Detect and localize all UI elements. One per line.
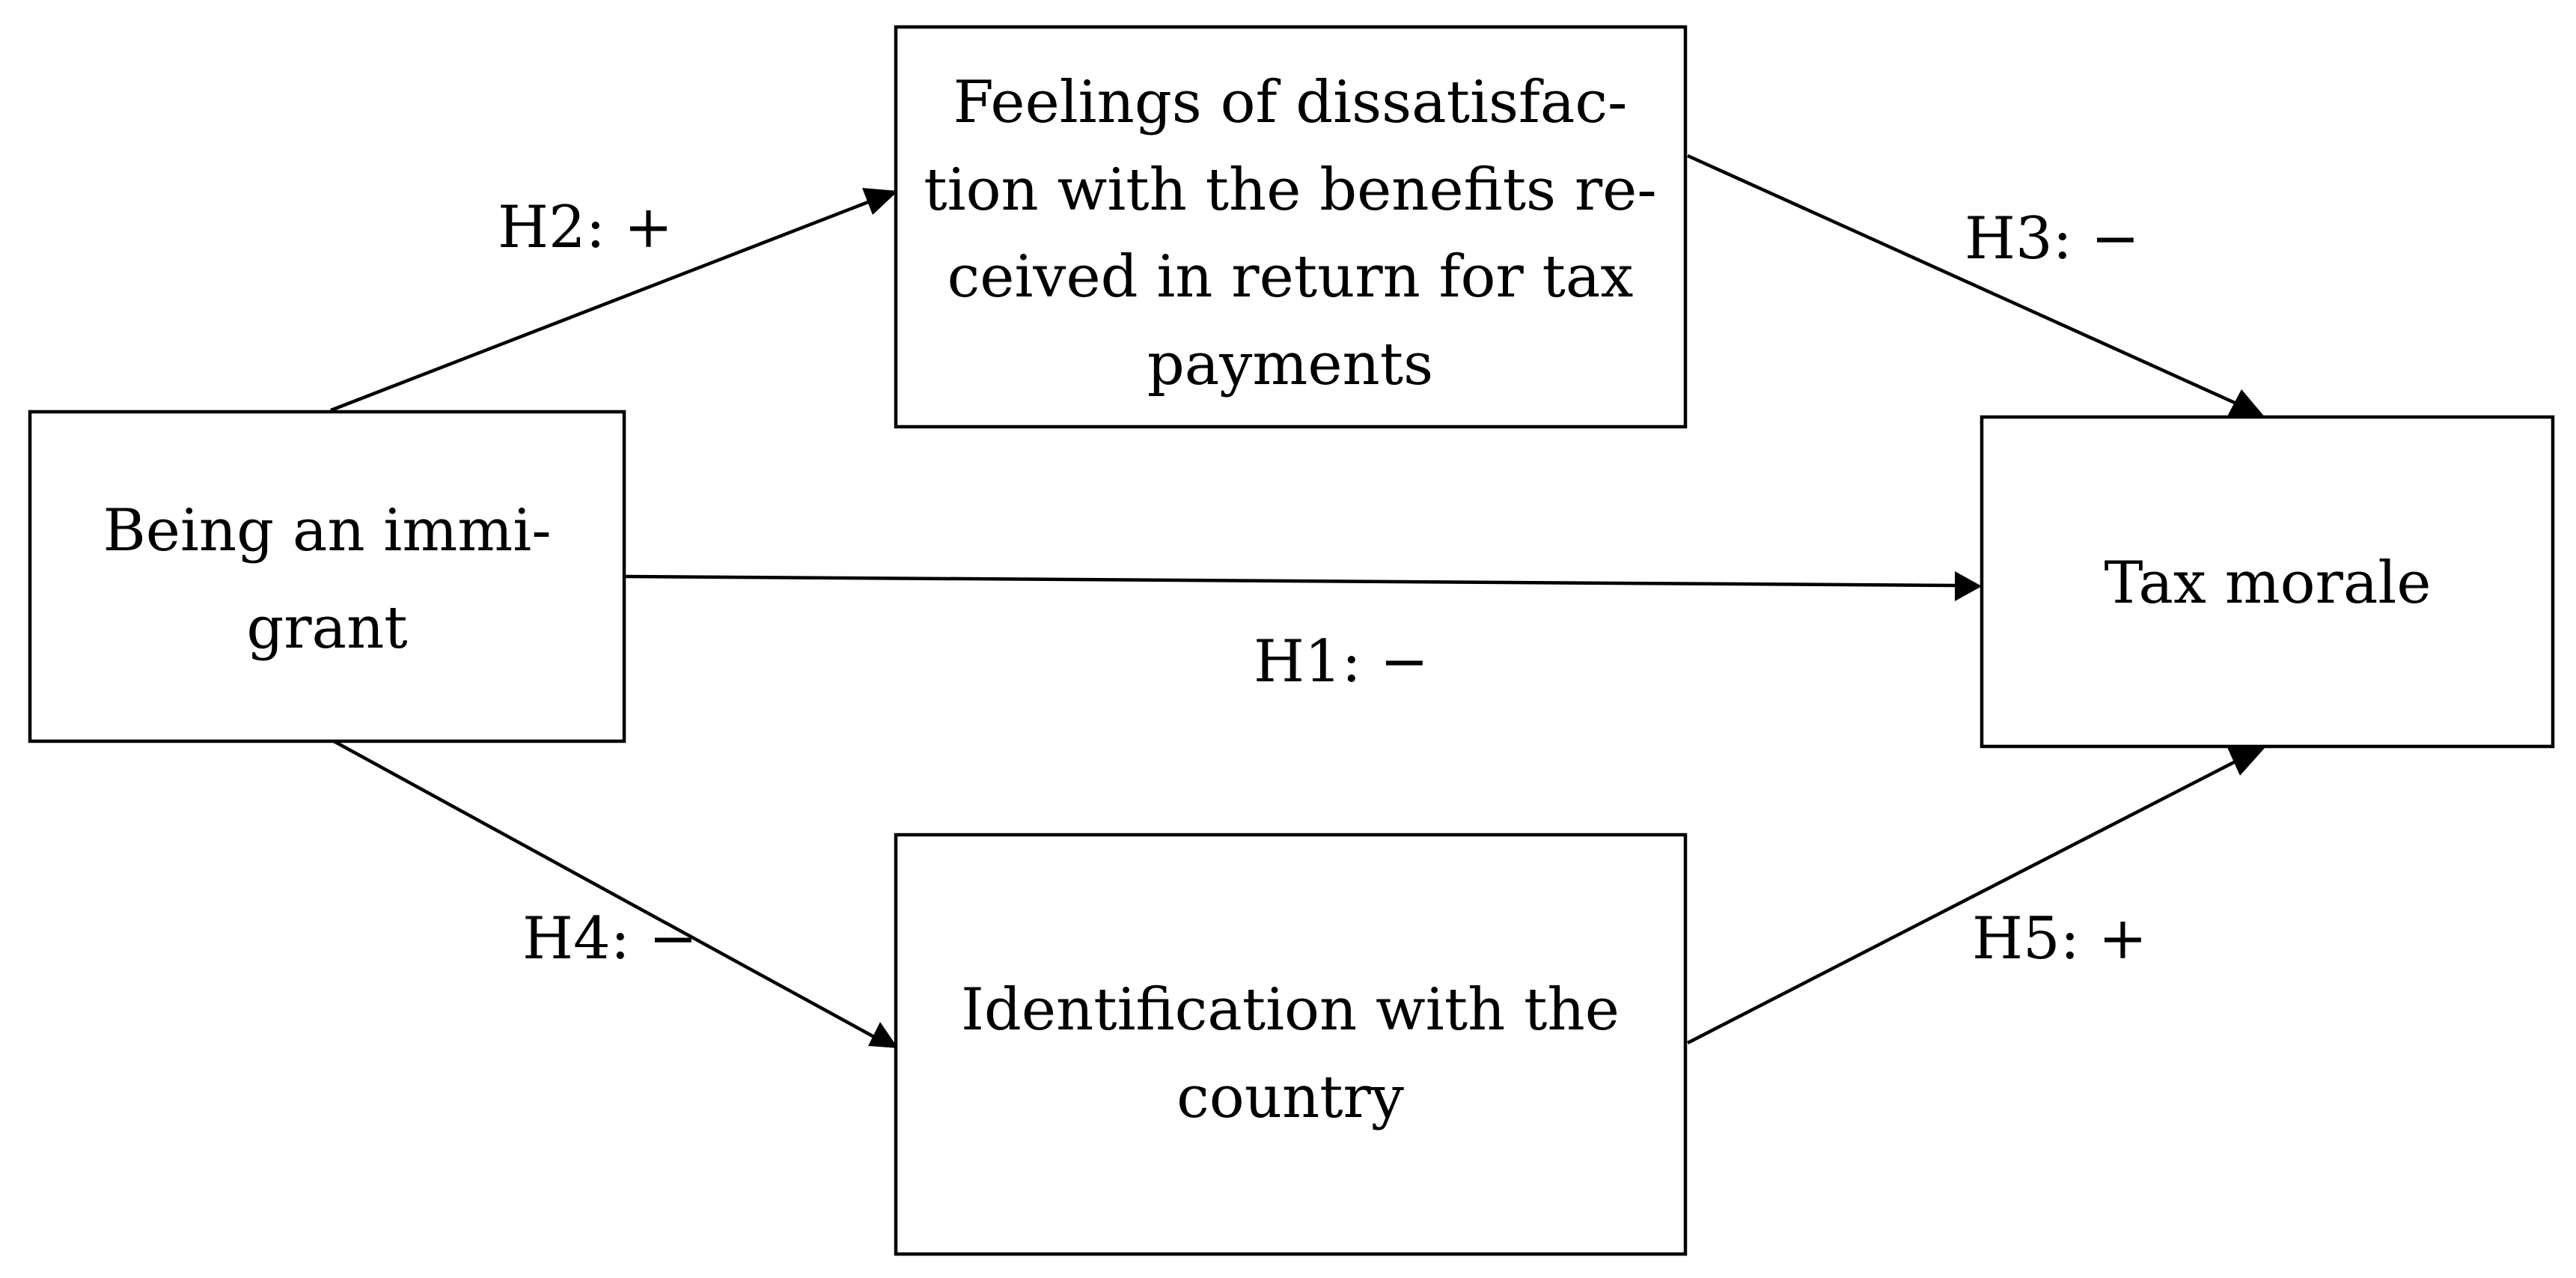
edge-h2-arrowhead [862, 188, 898, 215]
edge-h2 [330, 188, 898, 413]
node-identification-with-the-country-line-2: country [1176, 1064, 1404, 1131]
node-being-an-immigrant-line-1: Being an immi- [103, 497, 551, 565]
edge-h3-arrowhead [2226, 389, 2265, 418]
node-being-an-immigrant-box [28, 410, 626, 743]
node-being-an-immigrant: Being an immi- grant [28, 410, 626, 743]
edge-h1 [625, 571, 1982, 601]
edge-h3 [1687, 153, 2265, 418]
edge-h4 [332, 740, 898, 1048]
edge-h1-line [625, 574, 1956, 588]
node-feelings-of-dissatisfaction-box [894, 25, 1688, 429]
node-tax-morale: Tax morale [1980, 415, 2555, 749]
edge-h1-arrowhead [1955, 571, 1982, 601]
edge-h4-arrowhead [868, 1022, 898, 1048]
node-feelings-of-dissatisfaction-line-4: payments [1147, 331, 1433, 398]
node-identification-with-the-country: Identification with the country [894, 833, 1688, 1256]
edge-h5 [1686, 746, 2265, 1045]
edge-h3-line [1687, 153, 2242, 408]
edge-h1-label: H1: − [1254, 628, 1429, 696]
node-being-an-immigrant-line-2: grant [246, 594, 407, 662]
node-feelings-of-dissatisfaction-line-1: Feelings of dissatisfac- [953, 69, 1628, 136]
edge-h5-label: H5: + [1972, 905, 2147, 973]
node-feelings-of-dissatisfaction: Feelings of dissatisfac- tion with the b… [894, 25, 1688, 429]
node-identification-with-the-country-box [894, 833, 1688, 1256]
node-tax-morale-box [1980, 415, 2555, 749]
edge-h5-arrowhead [2226, 746, 2265, 776]
edge-h2-label: H2: + [498, 194, 673, 261]
edge-h2-line [330, 198, 873, 413]
edge-h4-label: H4: − [522, 905, 698, 973]
edge-h3-label: H3: − [1965, 205, 2140, 273]
node-feelings-of-dissatisfaction-line-3: ceived in return for tax [947, 243, 1634, 311]
edge-h5-line [1686, 756, 2243, 1045]
edge-h4-line [332, 740, 876, 1038]
node-identification-with-the-country-line-1: Identification with the [961, 976, 1620, 1044]
node-tax-morale-line-1: Tax morale [2104, 550, 2431, 617]
node-feelings-of-dissatisfaction-line-2: tion with the benefits re- [924, 156, 1656, 224]
